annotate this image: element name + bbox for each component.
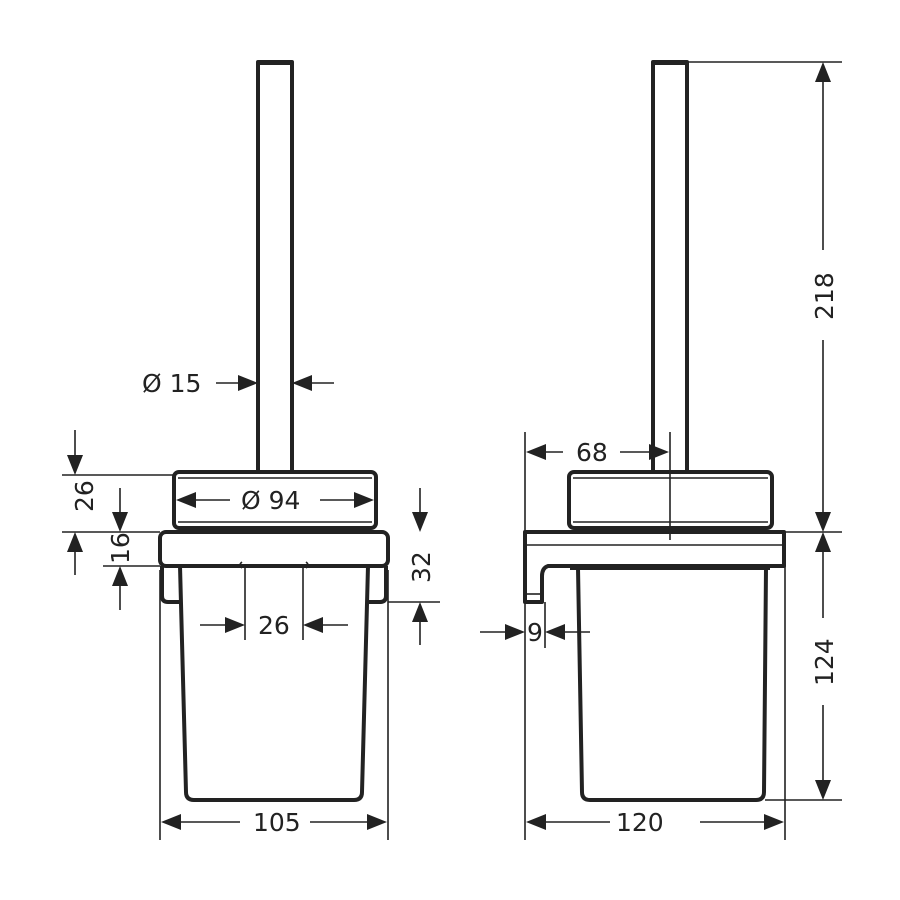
dim-label: Ø 15 [142, 369, 201, 398]
side-view: 68 9 120 218 124 [480, 60, 842, 840]
dim-cap-diameter: Ø 94 [176, 486, 374, 515]
dim-label: 26 [258, 611, 290, 640]
dim-cup-height: 124 [810, 532, 839, 800]
dim-cap-height: 26 [62, 430, 174, 575]
dim-overall-depth: 120 [524, 566, 786, 840]
dim-handle-offset: 68 [524, 432, 671, 606]
dim-label: 218 [810, 272, 839, 320]
dim-handle-height: 218 [687, 61, 842, 801]
dim-label: 9 [527, 618, 543, 647]
glass-cup [178, 565, 370, 802]
dim-overall-width: 105 [159, 570, 389, 840]
dim-label: 105 [253, 808, 301, 837]
dim-bracket-thickness: 9 [480, 602, 590, 648]
front-view: Ø 15 Ø 94 26 16 32 [62, 60, 440, 840]
dim-label: Ø 94 [241, 486, 300, 515]
dim-handle-diameter: Ø 15 [142, 369, 334, 398]
brush-handle [651, 60, 689, 474]
dim-label: 120 [616, 808, 664, 837]
dim-fixing-spacing: 26 [200, 568, 348, 640]
dim-label: 26 [70, 480, 99, 512]
brush-cap [172, 470, 378, 530]
side-tabs [160, 566, 388, 604]
dim-bracket-height: 32 [388, 488, 440, 645]
dim-plate-height: 16 [103, 488, 160, 610]
brush-handle [256, 60, 294, 474]
dim-label: 32 [407, 551, 436, 583]
dim-label: 16 [106, 532, 135, 564]
dim-label: 68 [576, 438, 608, 467]
dim-label: 124 [810, 638, 839, 686]
mounting-plate [158, 530, 390, 568]
glass-cup [576, 567, 768, 802]
